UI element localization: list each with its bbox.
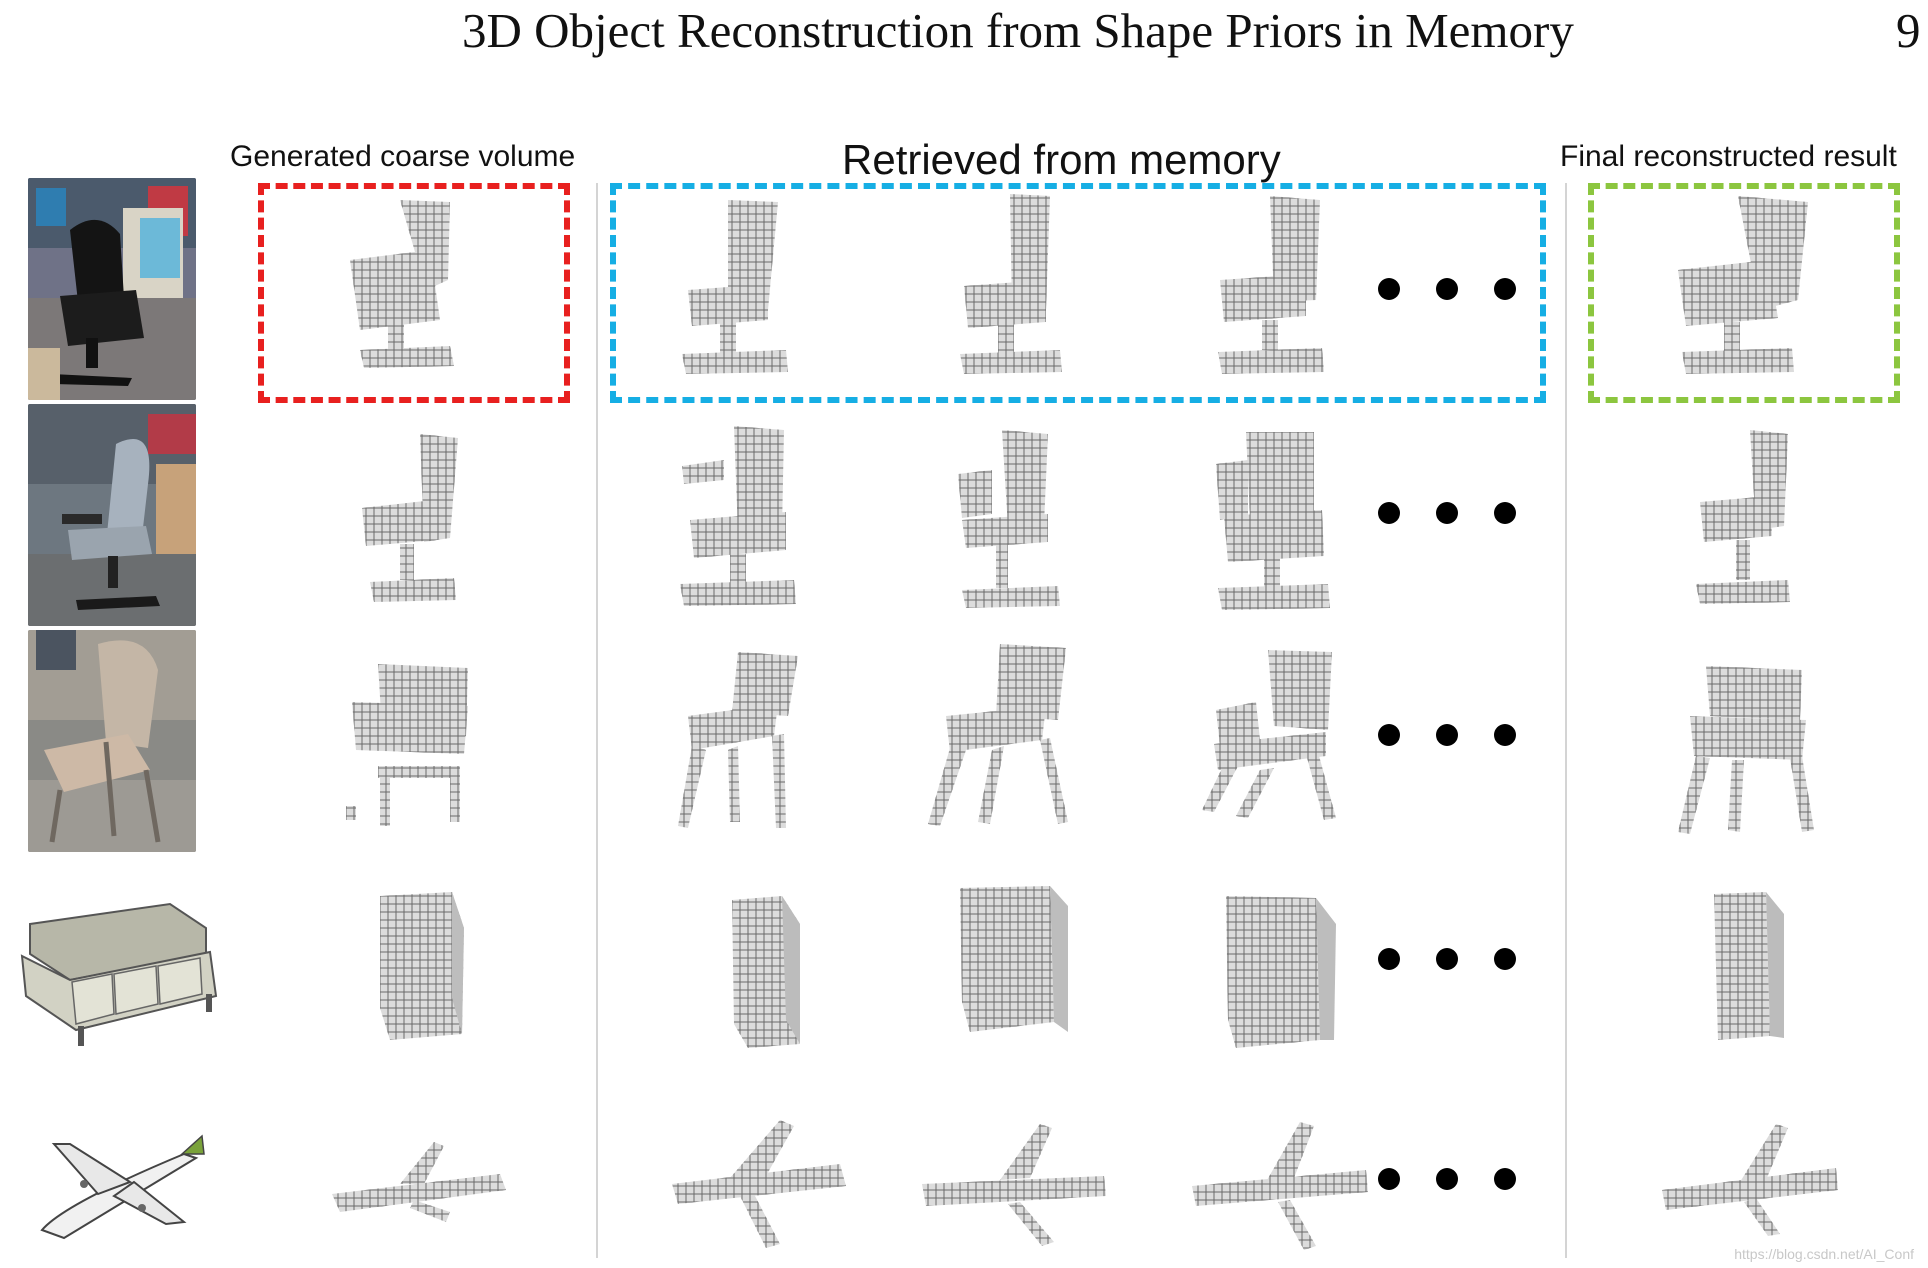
column-divider-right (1565, 183, 1567, 1258)
voxel-airplane-coarse-row5 (330, 1134, 510, 1244)
ellipsis-row3 (1378, 724, 1516, 746)
page-number: 9 (1896, 3, 1921, 58)
label-coarse-volume: Generated coarse volume (230, 140, 576, 173)
memory-frame (610, 183, 1546, 403)
voxel-sofa-coarse-row4 (372, 888, 472, 1048)
watermark: https://blog.csdn.net/AI_Conf (1734, 1246, 1914, 1262)
voxel-folding-chair-coarse-row3 (338, 656, 478, 836)
page-header-title: 3D Object Reconstruction from Shape Prio… (462, 3, 1574, 58)
ellipsis-row5 (1378, 1168, 1516, 1190)
voxel-folding-chair-memory3-row3 (1196, 640, 1356, 830)
voxel-chair-coarse-row1 (330, 190, 490, 380)
ellipsis-row1 (1378, 278, 1516, 300)
voxel-chair-final-row1 (1668, 190, 1818, 380)
label-final-result: Final reconstructed result (1560, 140, 1897, 173)
voxel-chair-memory2-row2 (952, 424, 1072, 614)
ellipsis-row4 (1378, 948, 1516, 970)
voxel-chair-memory3-row1 (1210, 190, 1340, 380)
voxel-chair-coarse-row2 (350, 428, 480, 618)
voxel-airplane-memory3-row5 (1190, 1112, 1370, 1252)
voxel-chair-memory1-row2 (674, 420, 814, 610)
voxel-chair-memory3-row2 (1210, 424, 1340, 614)
voxel-sofa-memory1-row4 (724, 894, 814, 1054)
voxel-folding-chair-final-row3 (1672, 660, 1822, 840)
voxel-airplane-memory1-row5 (670, 1114, 850, 1254)
label-retrieved-memory: Retrieved from memory (842, 136, 1281, 183)
input-photo-office-chair (28, 178, 196, 400)
voxel-airplane-final-row5 (1660, 1118, 1840, 1238)
voxel-chair-memory1-row1 (668, 190, 808, 380)
voxel-chair-memory2-row1 (950, 190, 1080, 380)
input-render-sofa (10, 884, 224, 1054)
voxel-sofa-memory3-row4 (1220, 890, 1340, 1060)
voxel-folding-chair-memory2-row3 (920, 640, 1080, 830)
input-photo-swivel-chair (28, 404, 196, 626)
input-photo-folding-chair (28, 630, 196, 852)
input-render-airplane (34, 1134, 210, 1240)
voxel-folding-chair-memory1-row3 (668, 646, 818, 836)
voxel-sofa-final-row4 (1706, 888, 1796, 1048)
voxel-airplane-memory2-row5 (920, 1118, 1110, 1248)
voxel-chair-final-row2 (1690, 426, 1800, 616)
ellipsis-row2 (1378, 502, 1516, 524)
column-divider-left (596, 183, 598, 1258)
coarse-volume-frame (258, 183, 570, 403)
final-result-frame (1588, 183, 1900, 403)
voxel-sofa-memory2-row4 (954, 882, 1074, 1052)
